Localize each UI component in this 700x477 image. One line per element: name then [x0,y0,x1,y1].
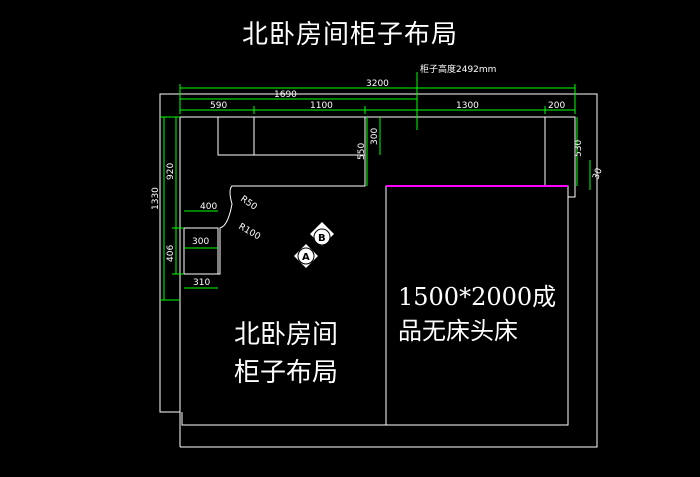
section-marker-b: B [310,222,334,246]
dim-right-30: 30 [591,167,604,181]
marker-a-label: A [302,252,310,263]
section-marker-a: A [294,244,318,268]
dim-radius-50: R50 [238,194,258,213]
cabinet-outline [183,117,546,275]
dim-200: 200 [548,101,565,111]
dim-1300: 1300 [456,101,479,111]
marker-b-label: B [318,233,326,244]
page-title: 北卧房间柜子布局 [241,20,458,50]
dim-total-width: 3200 [366,79,389,89]
dim-300: 300 [192,237,209,247]
outer-wall [159,93,598,448]
dimension-lines [160,72,591,301]
cabinet-height-note: 柜子高度2492mm [420,63,496,75]
dim-1100: 1100 [310,101,333,111]
dim-left-total: 1330 [151,187,161,210]
dim-left-920: 920 [166,163,176,180]
room-label-line-2: 柜子布局 [234,358,339,388]
dim-depth-550: 550 [357,143,367,160]
l-shaped-cabinet [183,117,366,275]
room-label-line-1: 北卧房间 [234,320,339,350]
dim-right-530: 530 [574,140,584,157]
bed [385,185,569,426]
inner-wall [179,116,576,426]
bed-label: 1500*2000成 品无床头床 [398,280,556,348]
dim-left-406: 406 [166,245,176,262]
dim-310: 310 [193,278,210,288]
bed-label-line-2: 品无床头床 [398,317,518,345]
room-walls [159,93,598,448]
dim-400: 400 [200,202,217,212]
dim-590: 590 [210,101,227,111]
bed-label-line-1: 1500*2000成 [398,283,557,311]
dim-radius-100: R100 [237,222,263,243]
room-label: 北卧房间 柜子布局 [234,316,338,392]
left-cabinet-unit [183,227,219,275]
dim-1690: 1690 [274,90,297,100]
dim-depth-300: 300 [370,128,380,145]
